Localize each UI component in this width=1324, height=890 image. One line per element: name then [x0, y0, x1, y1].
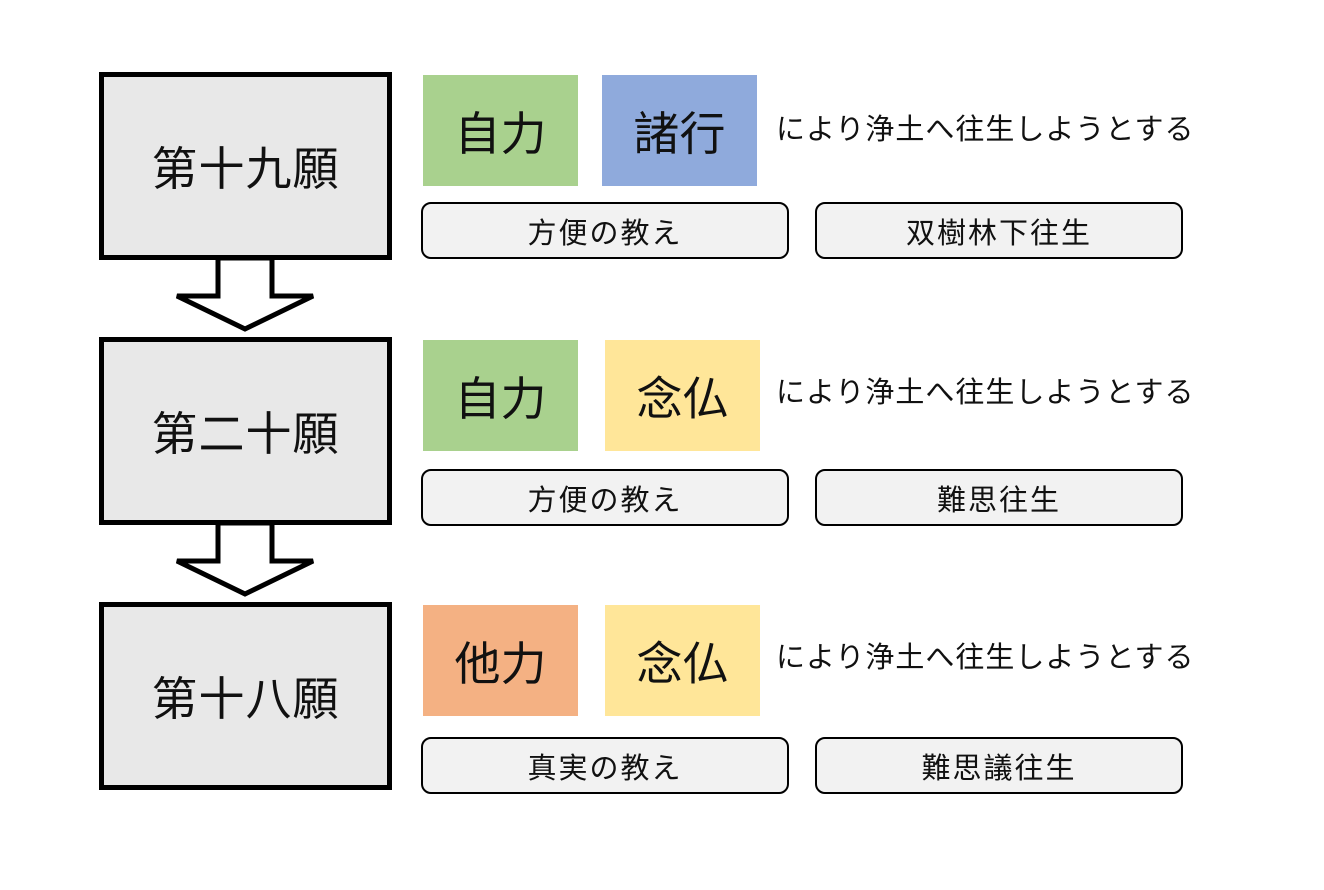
vow-label: 第十九願 [151, 142, 340, 196]
row-description: により浄土へ往生しようとする [776, 112, 1195, 146]
down-arrow-icon [175, 255, 315, 332]
tile-label: 自力 [454, 106, 547, 161]
tile-label: 自力 [454, 371, 547, 426]
tile-label: 他力 [454, 636, 547, 691]
tile-label: 念仏 [636, 371, 729, 426]
tile-other-power: 他力 [423, 605, 578, 716]
pill-label: 方便の教え [527, 215, 683, 250]
vow-label: 第十八願 [151, 672, 340, 726]
tile-nembutsu: 念仏 [605, 340, 760, 451]
tile-practices: 諸行 [602, 75, 757, 186]
vow-box-19: 第十九願 [99, 72, 392, 260]
tile-label: 念仏 [636, 636, 729, 691]
tile-label: 諸行 [633, 106, 726, 161]
vow-box-20: 第二十願 [99, 337, 392, 525]
row-description: により浄土へ往生しようとする [776, 375, 1195, 409]
pill-label: 難思往生 [936, 482, 1061, 517]
tile-nembutsu: 念仏 [605, 605, 760, 716]
vow-label: 第二十願 [151, 407, 340, 461]
tile-self-power: 自力 [423, 75, 578, 186]
rebirth-pill: 難思議往生 [815, 737, 1183, 794]
rebirth-pill: 双樹林下往生 [815, 202, 1183, 259]
teaching-pill: 方便の教え [421, 469, 789, 526]
row-description: により浄土へ往生しようとする [776, 640, 1195, 674]
teaching-pill: 方便の教え [421, 202, 789, 259]
pill-label: 難思議往生 [921, 750, 1077, 785]
pill-label: 真実の教え [527, 750, 683, 785]
pill-label: 双樹林下往生 [905, 215, 1092, 250]
tile-self-power: 自力 [423, 340, 578, 451]
pill-label: 方便の教え [527, 482, 683, 517]
rebirth-pill: 難思往生 [815, 469, 1183, 526]
teaching-pill: 真実の教え [421, 737, 789, 794]
vow-box-18: 第十八願 [99, 602, 392, 790]
down-arrow-icon [175, 520, 315, 597]
